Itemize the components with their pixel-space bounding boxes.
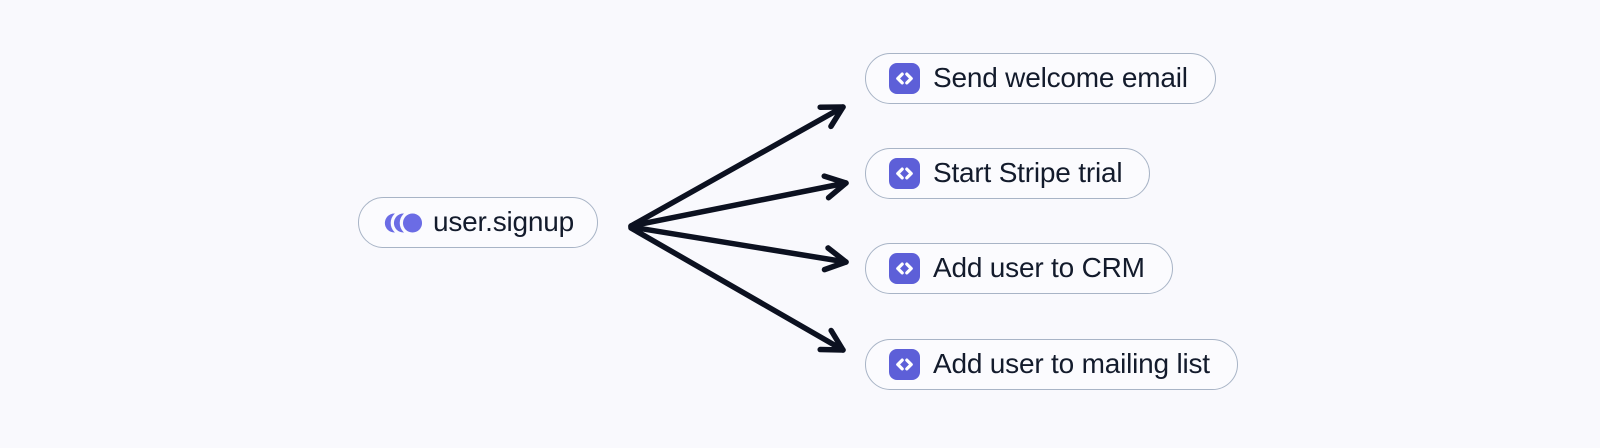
trigger-label: user.signup (433, 205, 575, 237)
function-node-add-user-to-mailing-list[interactable]: Add user to mailing list (865, 339, 1238, 390)
arrow-to-start-stripe-trial (628, 173, 849, 229)
function-label: Start Stripe trial (933, 156, 1123, 188)
function-node-start-stripe-trial[interactable]: Start Stripe trial (865, 148, 1151, 199)
arrow-to-add-user-to-mailing-list (628, 225, 846, 353)
code-icon (889, 63, 920, 94)
code-icon (889, 253, 920, 284)
code-icon (889, 158, 920, 189)
event-pulse-icon (382, 212, 423, 234)
code-icon (889, 349, 920, 380)
function-label: Send welcome email (933, 61, 1188, 93)
function-node-send-welcome-email[interactable]: Send welcome email (865, 53, 1216, 104)
arrow-to-send-welcome-email (628, 104, 846, 229)
arrow-to-add-user-to-crm (628, 224, 849, 273)
function-node-add-user-to-crm[interactable]: Add user to CRM (865, 243, 1173, 294)
function-label: Add user to mailing list (933, 347, 1210, 379)
function-label: Add user to CRM (933, 251, 1145, 283)
trigger-node-user-signup[interactable]: user.signup (358, 197, 599, 248)
